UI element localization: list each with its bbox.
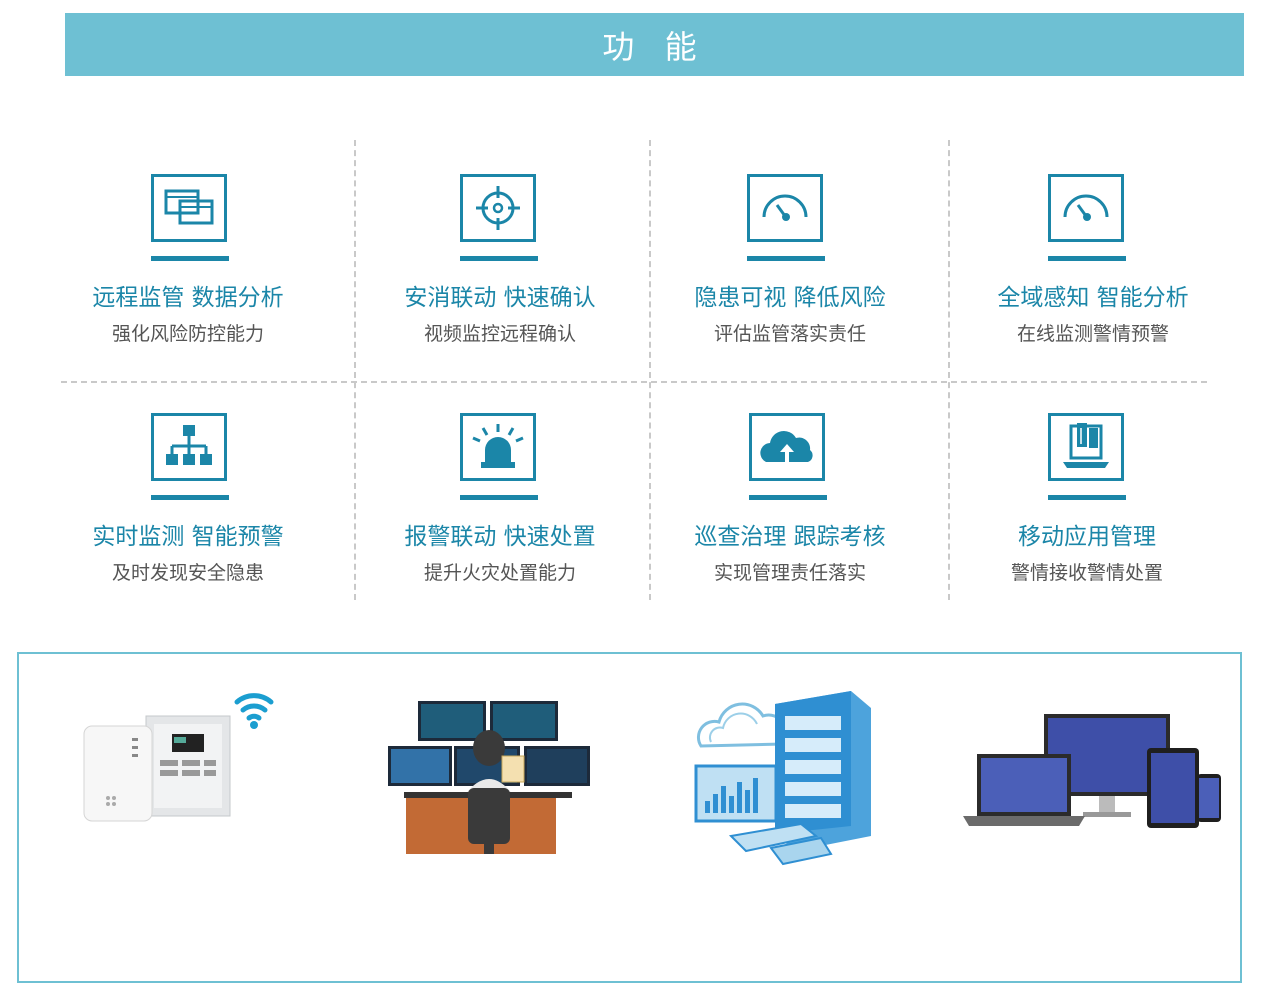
feature-cell-7: 巡查治理 跟踪考核 实现管理责任落实 bbox=[640, 411, 940, 591]
grid-divider-v2 bbox=[649, 140, 651, 600]
feature-cell-1: 远程监管 数据分析 强化风险防控能力 bbox=[38, 172, 338, 352]
section-banner: 功 能 bbox=[65, 13, 1244, 76]
feature-subtitle: 及时发现安全隐患 bbox=[111, 562, 264, 584]
grid-divider-v1 bbox=[354, 140, 356, 600]
org-chart-icon bbox=[151, 413, 227, 481]
gauge-icon bbox=[747, 174, 823, 242]
icon-underline bbox=[1048, 495, 1126, 500]
feature-title: 安消联动 快速确认 bbox=[404, 285, 596, 311]
grid-divider-v3 bbox=[948, 140, 950, 600]
feature-cell-4: 全域感知 智能分析 在线监测警情预警 bbox=[943, 172, 1243, 352]
icon-underline bbox=[1048, 256, 1126, 261]
cloud-server-illustration bbox=[694, 691, 871, 866]
alarm-light-icon bbox=[460, 413, 536, 481]
feature-cell-6: 报警联动 快速处置 提升火灾处置能力 bbox=[350, 411, 650, 591]
feature-title: 移动应用管理 bbox=[1018, 524, 1156, 550]
feature-title: 报警联动 快速处置 bbox=[404, 524, 596, 550]
feature-subtitle: 警情接收警情处置 bbox=[1010, 562, 1163, 584]
icon-underline bbox=[749, 495, 827, 500]
feature-title: 实时监测 智能预警 bbox=[92, 524, 284, 550]
feature-subtitle: 实现管理责任落实 bbox=[713, 562, 866, 584]
monitoring-center-illustration bbox=[388, 701, 590, 854]
grid-divider-h bbox=[61, 381, 1207, 383]
feature-cell-5: 实时监测 智能预警 及时发现安全隐患 bbox=[38, 411, 338, 591]
feature-subtitle: 在线监测警情预警 bbox=[1016, 323, 1169, 345]
feature-cell-2: 安消联动 快速确认 视频监控远程确认 bbox=[350, 172, 650, 352]
multi-device-illustration bbox=[963, 714, 1221, 828]
overlapping-windows-icon bbox=[151, 174, 227, 242]
icon-underline bbox=[460, 495, 538, 500]
banner-title: 功 能 bbox=[602, 27, 707, 66]
icon-underline bbox=[151, 256, 229, 261]
crosshair-target-icon bbox=[460, 174, 536, 242]
feature-subtitle: 强化风险防控能力 bbox=[111, 323, 264, 345]
fire-alarm-controller-illustration bbox=[83, 693, 274, 822]
icon-underline bbox=[151, 495, 229, 500]
feature-subtitle: 提升火灾处置能力 bbox=[423, 562, 576, 584]
icon-underline bbox=[460, 256, 538, 261]
feature-subtitle: 评估监管落实责任 bbox=[713, 323, 866, 345]
cloud-upload-icon bbox=[749, 413, 825, 481]
feature-title: 巡查治理 跟踪考核 bbox=[694, 524, 886, 550]
feature-title: 隐患可视 降低风险 bbox=[694, 285, 886, 311]
feature-subtitle: 视频监控远程确认 bbox=[423, 323, 576, 345]
feature-cell-3: 隐患可视 降低风险 评估监管落实责任 bbox=[640, 172, 940, 352]
illustration-panel bbox=[17, 652, 1242, 983]
gauge-icon bbox=[1048, 174, 1124, 242]
feature-title: 远程监管 数据分析 bbox=[92, 285, 284, 311]
icon-underline bbox=[747, 256, 825, 261]
feature-title: 全域感知 智能分析 bbox=[997, 285, 1189, 311]
mobile-device-icon bbox=[1048, 413, 1124, 481]
feature-cell-8: 移动应用管理 警情接收警情处置 bbox=[937, 411, 1237, 591]
